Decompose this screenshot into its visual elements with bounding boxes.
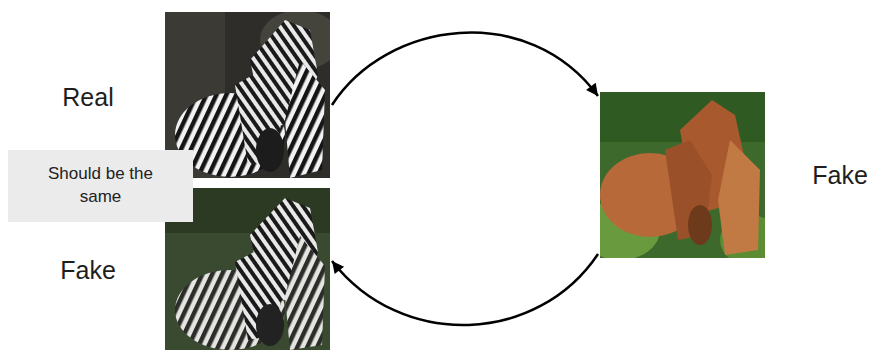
arrow-head	[586, 83, 598, 96]
curved-arrow	[332, 33, 598, 105]
horse-photo	[600, 92, 765, 258]
image-label: Fake	[60, 256, 116, 285]
arrow-head	[332, 261, 344, 274]
image-label: Real	[62, 83, 113, 112]
note-box: Should be the same	[8, 150, 193, 222]
image-frame: Fake	[600, 92, 765, 258]
curved-arrow	[332, 254, 598, 325]
image-label: Fake	[812, 161, 868, 190]
note-text: Should be the same	[30, 163, 171, 209]
